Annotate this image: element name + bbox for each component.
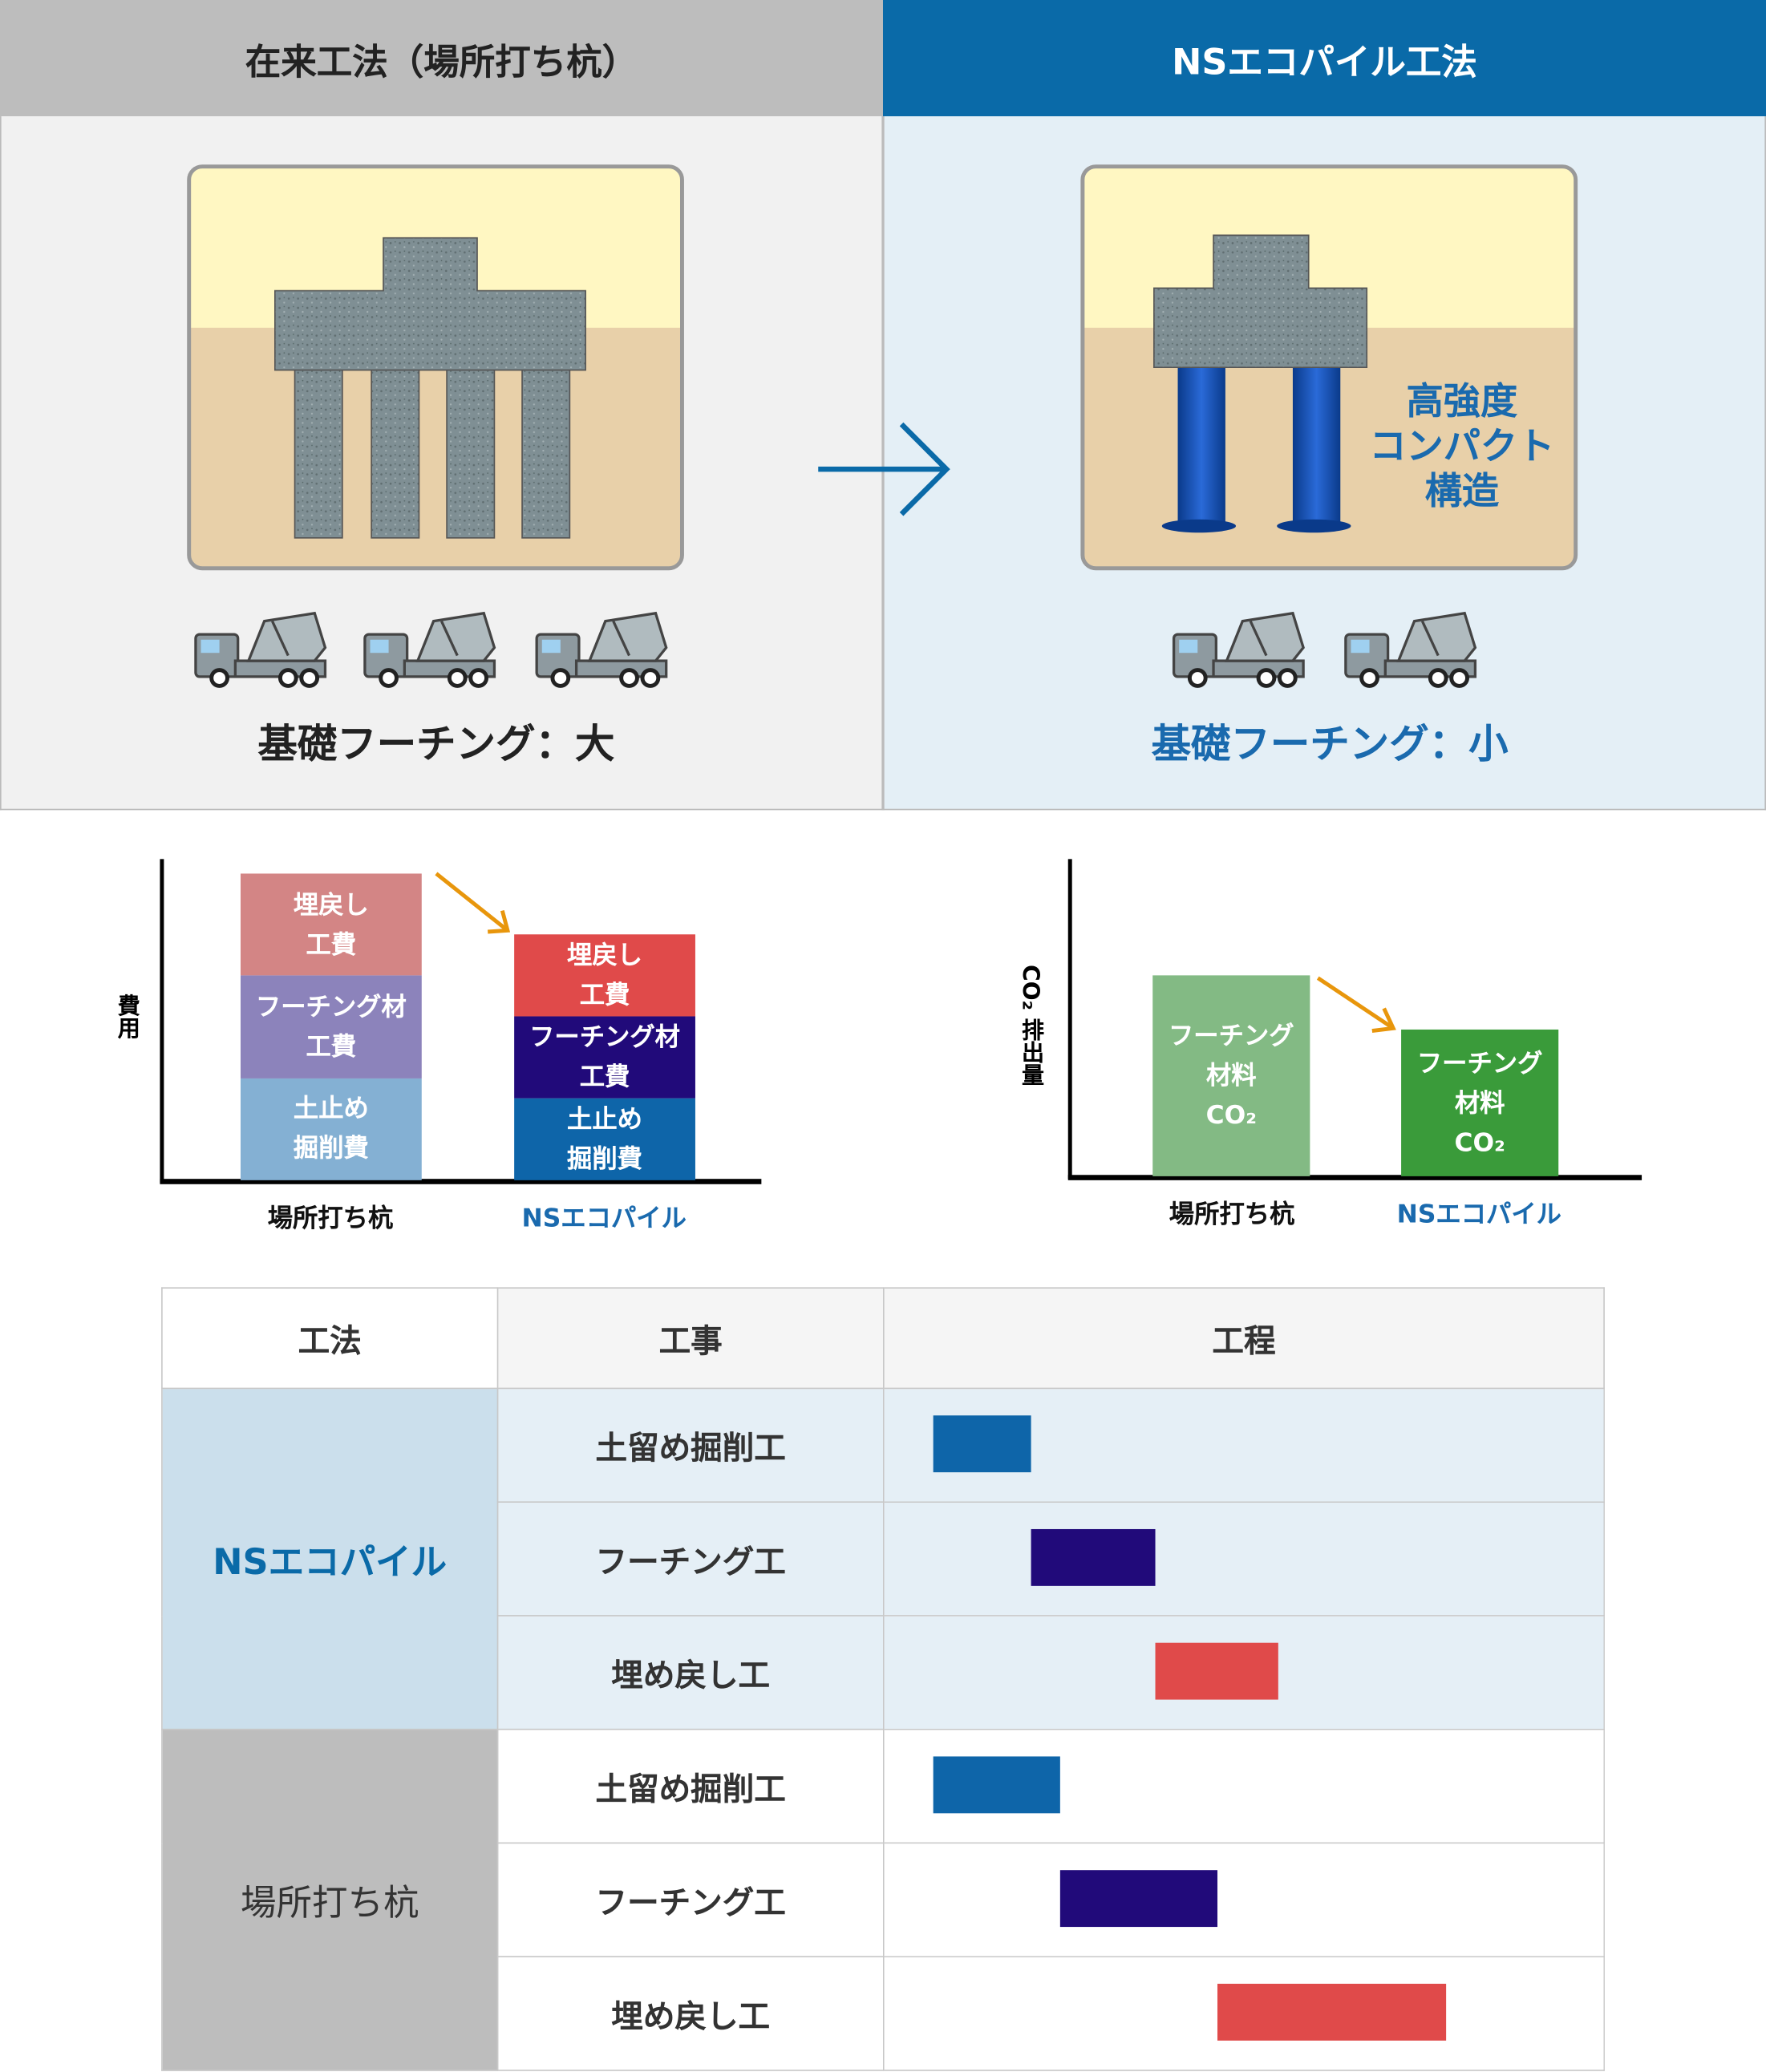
timeline-cell (882, 1956, 1605, 2071)
header-process: 工程 (882, 1287, 1605, 1390)
timeline-cell (882, 1615, 1605, 1730)
bar-label: フーチング (1168, 1022, 1294, 1051)
right-header: NSエコパイル工法 (882, 0, 1766, 117)
gantt-bar (933, 1756, 1060, 1814)
schedule-table: 工法 工事 工程 NSエコパイル土留め掘削工フーチング工埋め戻し工場所打ち杭土留… (161, 1287, 1605, 2071)
table-row: 場所打ち杭土留め掘削工 (161, 1728, 1605, 2071)
y-axis (1067, 859, 1072, 1180)
task-cell: フーチング工 (496, 1842, 885, 1957)
x-axis (1067, 1175, 1642, 1180)
gantt-bar (1031, 1528, 1155, 1586)
bar-label: フーチング材 (529, 1022, 680, 1053)
mixer-truck-icon (1344, 611, 1477, 688)
decrease-arrow-icon (435, 872, 511, 934)
left-header: 在来工法（場所打ち杭） (0, 0, 883, 117)
table-row: NSエコパイル土留め掘削工 (161, 1387, 1605, 1730)
bar-segment: 埋戻し工費 (240, 873, 422, 976)
conventional-piles (294, 366, 571, 539)
x-label: NSエコパイル (1396, 1200, 1562, 1229)
method-cell: 場所打ち杭 (161, 1728, 499, 2071)
bar-label: 掘削費 (293, 1134, 369, 1163)
large-footing (274, 237, 586, 371)
y-axis-label: CO₂ 排出量 (1016, 965, 1043, 1086)
y-axis-label: 費用 (112, 994, 140, 1039)
bar-label: 工費 (579, 981, 630, 1010)
mixer-truck-icon (1172, 611, 1305, 688)
x-axis (160, 1179, 762, 1184)
timeline-cell (882, 1387, 1605, 1503)
gantt-bar (1217, 1983, 1447, 2041)
bar-segment: フーチング材料 CO₂ (1152, 975, 1310, 1176)
table-row: フーチング工 (162, 1501, 1605, 1617)
mixer-truck-icon (363, 611, 496, 688)
foundation-illustration (187, 164, 1578, 688)
bar-label: 埋戻し (293, 890, 369, 920)
bar-label: フーチング材 (255, 992, 407, 1022)
task-cell: 埋め戻し工 (496, 1615, 885, 1730)
mixer-trucks (194, 611, 1477, 688)
timeline-cell (882, 1501, 1605, 1617)
gantt-bar (1154, 1642, 1278, 1700)
mixer-truck-icon (194, 611, 327, 688)
task-cell: フーチング工 (496, 1501, 885, 1617)
right-annotation: 高強度 コンパクト 構造 (1356, 379, 1568, 514)
bar-label: CO₂ (1454, 1127, 1505, 1158)
bar-label: 材料 (1205, 1061, 1257, 1091)
timeline-cell (882, 1728, 1605, 1844)
decrease-arrow-icon (1316, 976, 1396, 1034)
x-label: NSエコパイル (521, 1204, 687, 1233)
right-arrow-icon (818, 422, 950, 516)
annotation-line: コンパクト (1369, 424, 1555, 468)
bar-segment: フーチング材料 CO₂ (1401, 1030, 1559, 1176)
bar-label: CO₂ (1205, 1101, 1257, 1131)
bar-label: フーチング (1416, 1048, 1543, 1078)
bar-segment: 土止め掘削費 (514, 1098, 695, 1180)
bar-segment: 埋戻し工費 (514, 934, 695, 1017)
y-axis (160, 859, 164, 1184)
bar-segment: フーチング材工費 (240, 975, 422, 1078)
gantt-bar (933, 1415, 1031, 1473)
x-label: 場所打ち杭 (267, 1204, 394, 1233)
bar-label: 埋戻し (567, 941, 643, 971)
bar-segment: フーチング材工費 (514, 1016, 695, 1099)
timeline-cell (882, 1842, 1605, 1957)
task-cell: 土留め掘削工 (496, 1728, 885, 1844)
task-cell: 土留め掘削工 (496, 1387, 885, 1503)
bar-label: 工費 (306, 929, 357, 959)
task-cell: 埋め戻し工 (496, 1956, 885, 2071)
left-title: 在来工法（場所打ち杭） (245, 41, 638, 83)
header-method: 工法 (161, 1287, 499, 1390)
small-footing (1153, 234, 1368, 369)
bar-label: 掘削費 (567, 1144, 643, 1174)
bar-segment: 土止め掘削費 (240, 1078, 422, 1180)
left-caption: 基礎フーチング：大 (257, 721, 615, 768)
table-row: フーチング工 (162, 1842, 1605, 1957)
bar-label: 土止め (567, 1104, 643, 1135)
table-row: 埋め戻し工 (162, 1615, 1605, 1730)
right-caption: 基礎フーチング：小 (1151, 721, 1509, 768)
mixer-truck-icon (535, 611, 668, 688)
bar-label: 土止め (293, 1095, 369, 1124)
bar-label: 工費 (306, 1032, 357, 1062)
bar-label: 工費 (579, 1062, 630, 1092)
cost-chart: 費用 土止め掘削費フーチング材工費埋戻し工費土止め掘削費フーチング材工費埋戻し工… (0, 809, 883, 1258)
method-cell: NSエコパイル (161, 1387, 499, 1730)
annotation-line: 構造 (1424, 469, 1500, 513)
right-title: NSエコパイル工法 (1172, 41, 1477, 83)
annotation-line: 高強度 (1406, 379, 1518, 423)
gantt-bar (1059, 1870, 1218, 1928)
x-label: 場所打ち杭 (1169, 1200, 1295, 1229)
table-row: 埋め戻し工 (162, 1956, 1605, 2071)
bar-label: 材料 (1454, 1088, 1505, 1118)
header-work: 工事 (496, 1287, 885, 1390)
steel-piles (1161, 364, 1351, 533)
